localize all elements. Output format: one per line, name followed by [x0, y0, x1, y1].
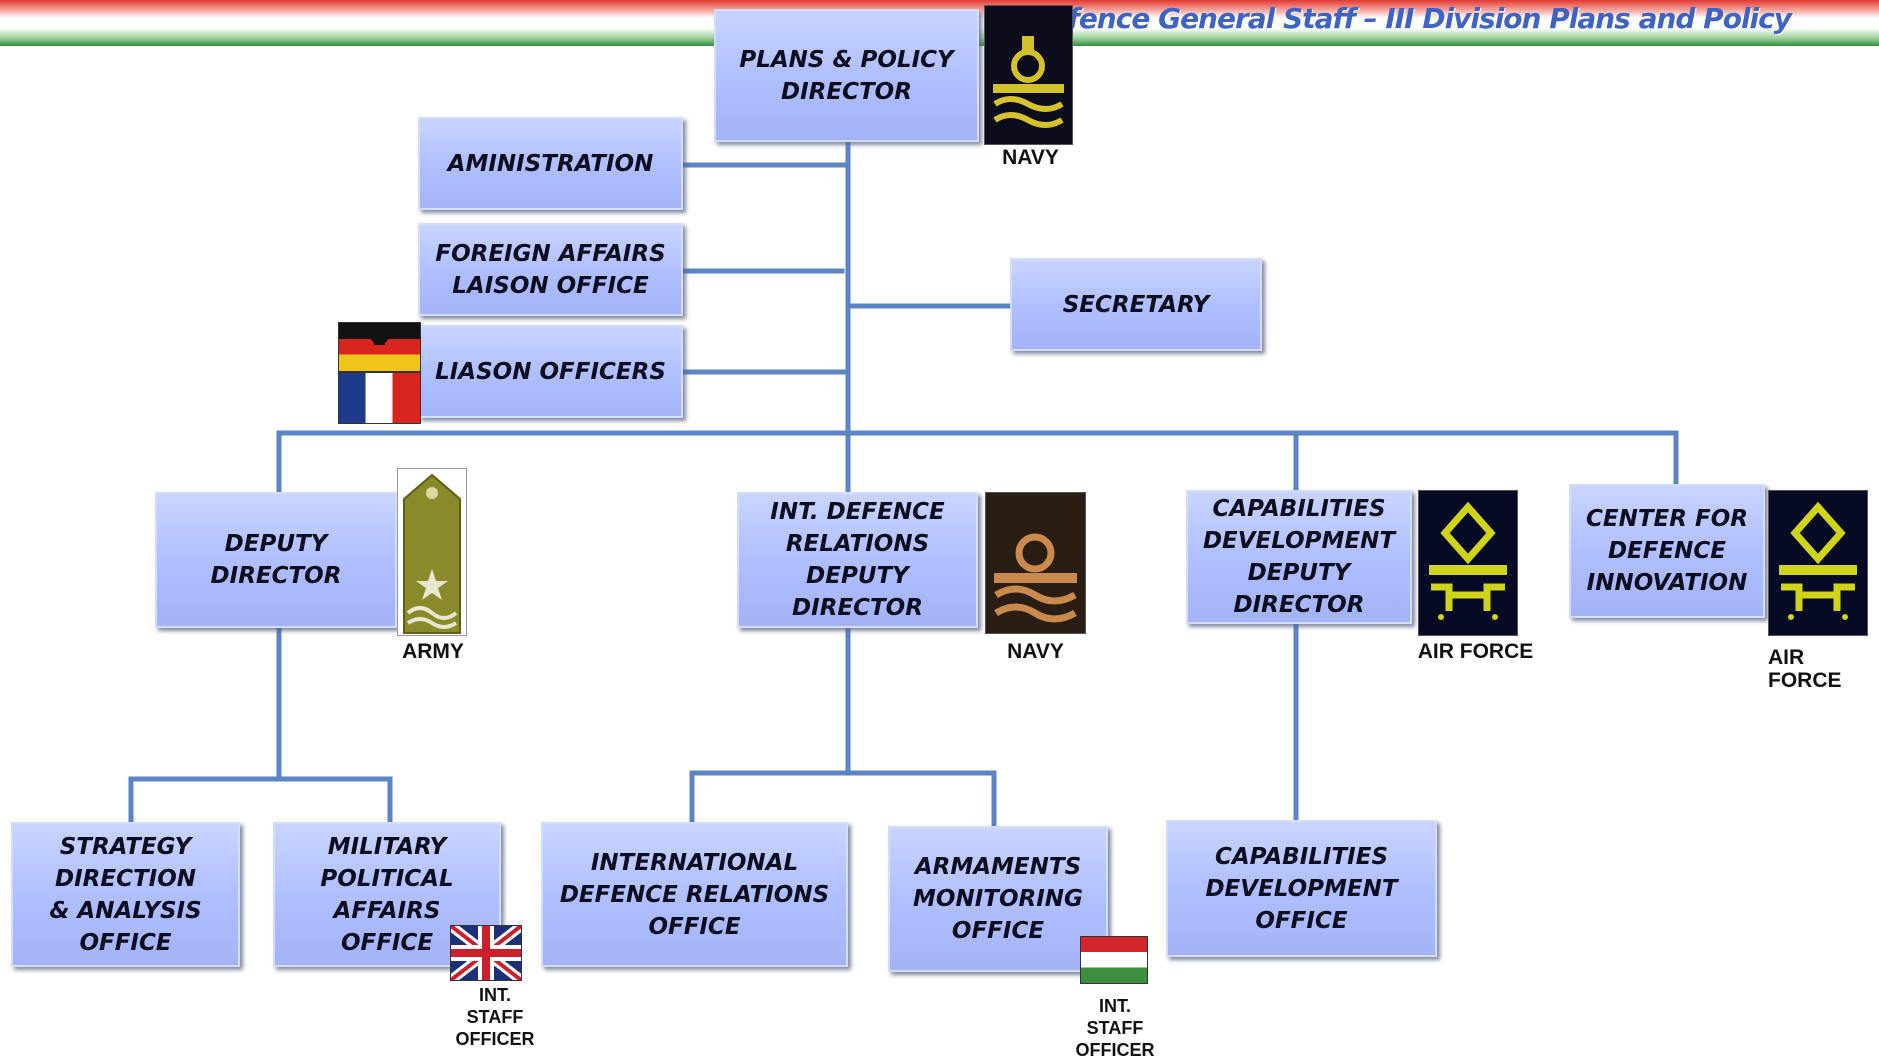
foreign-affairs-liaison-box: FOREIGN AFFAIRS LAISON OFFICE — [418, 223, 683, 316]
deputy-director-box: DEPUTY DIRECTOR — [155, 492, 397, 628]
box-label: STRATEGY DIRECTION & ANALYSIS OFFICE — [49, 833, 202, 956]
uk-officer-caption: INT. STAFF OFFICER — [455, 985, 535, 1049]
air-force-rank-insignia-icon — [1768, 490, 1868, 636]
liaison-officers-box: LIASON OFFICERS — [418, 325, 683, 418]
innovation-branch-caption: AIR FORCE — [1768, 646, 1842, 692]
capabilities-deputy-box: CAPABILITIES DEVELOPMENT DEPUTY DIRECTOR — [1186, 490, 1412, 624]
intl-defence-relations-office-box: INTERNATIONAL DEFENCE RELATIONS OFFICE — [541, 822, 848, 967]
director-branch-caption: NAVY — [1002, 146, 1059, 169]
box-label: LIASON OFFICERS — [435, 358, 666, 385]
plans-policy-director-box: PLANS & POLICY DIRECTOR — [714, 9, 979, 142]
army-rank-insignia-icon — [397, 468, 467, 636]
deputy-branch-caption: ARMY — [402, 640, 464, 663]
navy-rank-insignia-icon — [984, 5, 1073, 145]
secretary-box: SECRETARY — [1010, 258, 1262, 351]
box-label: ARMAMENTS MONITORING OFFICE — [913, 854, 1083, 944]
int-deputy-branch-caption: NAVY — [1007, 640, 1064, 663]
administration-box: AMINISTRATION — [418, 117, 683, 210]
int-defence-deputy-box: INT. DEFENCE RELATIONS DEPUTY DIRECTOR — [737, 492, 978, 628]
navy-rank-insignia-icon — [985, 492, 1086, 634]
united-kingdom-flag-icon — [447, 922, 525, 984]
box-label: INTERNATIONAL DEFENCE RELATIONS OFFICE — [559, 849, 830, 940]
france-flag-icon — [338, 372, 421, 424]
germany-flag-icon — [338, 322, 421, 372]
strategy-office-box: STRATEGY DIRECTION & ANALYSIS OFFICE — [11, 822, 240, 967]
box-label: CENTER FOR DEFENCE INNOVATION — [1586, 506, 1748, 596]
armaments-monitoring-office-box: ARMAMENTS MONITORING OFFICE — [888, 826, 1108, 972]
box-label: SECRETARY — [1062, 291, 1210, 318]
box-label: AMINISTRATION — [447, 150, 654, 177]
center-defence-innovation-box: CENTER FOR DEFENCE INNOVATION — [1569, 484, 1765, 618]
hu-officer-caption: INT. STAFF OFFICER — [1075, 996, 1155, 1060]
box-label: DEPUTY DIRECTOR — [210, 531, 342, 589]
box-label: INT. DEFENCE RELATIONS DEPUTY DIRECTOR — [770, 499, 945, 621]
box-label: CAPABILITIES DEVELOPMENT OFFICE — [1205, 843, 1398, 934]
box-label: PLANS & POLICY DIRECTOR — [739, 46, 954, 105]
box-label: CAPABILITIES DEVELOPMENT DEPUTY DIRECTOR — [1202, 496, 1396, 618]
page-title: Defence General Staff – III Division Pla… — [1027, 2, 1792, 35]
box-label: MILITARY POLITICAL AFFAIRS OFFICE — [320, 833, 454, 956]
capabilities-development-office-box: CAPABILITIES DEVELOPMENT OFFICE — [1166, 820, 1437, 957]
cap-deputy-branch-caption: AIR FORCE — [1417, 640, 1534, 663]
box-label: FOREIGN AFFAIRS LAISON OFFICE — [435, 240, 666, 299]
hungary-flag-icon — [1080, 936, 1148, 984]
air-force-rank-insignia-icon — [1418, 490, 1518, 636]
